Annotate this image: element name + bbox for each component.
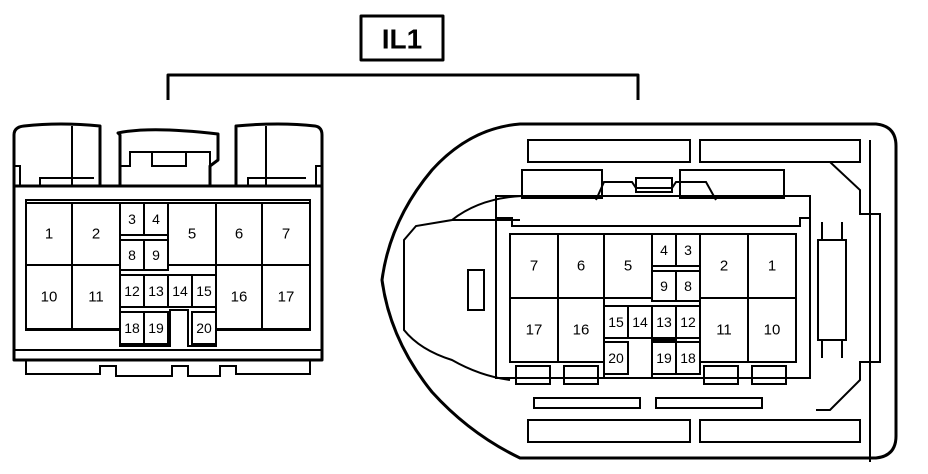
female-pin-6: 6 xyxy=(215,202,263,266)
svg-text:7: 7 xyxy=(282,226,290,243)
male-pin-17: 17 xyxy=(509,297,559,363)
female-pin-2: 2 xyxy=(71,202,121,266)
female-pin-4: 4 xyxy=(143,202,169,236)
label-text: IL1 xyxy=(382,24,422,55)
svg-text:6: 6 xyxy=(235,226,243,243)
svg-text:13: 13 xyxy=(656,314,672,330)
svg-text:1: 1 xyxy=(768,258,776,275)
svg-text:3: 3 xyxy=(128,211,136,227)
svg-text:3: 3 xyxy=(684,242,692,258)
male-pin-19: 19 xyxy=(651,341,677,375)
female-pin-11: 11 xyxy=(71,264,121,330)
svg-text:5: 5 xyxy=(624,258,632,275)
female-pin-9: 9 xyxy=(143,239,169,271)
male-pin-9: 9 xyxy=(651,270,677,302)
male-pin-2: 2 xyxy=(699,233,749,299)
female-pin-14: 14 xyxy=(167,274,193,308)
label-box xyxy=(359,14,445,62)
svg-text:11: 11 xyxy=(716,322,732,339)
svg-text:17: 17 xyxy=(278,289,295,306)
svg-text:10: 10 xyxy=(41,289,58,306)
svg-text:12: 12 xyxy=(124,283,140,299)
female-pin-3: 3 xyxy=(119,202,145,236)
female-pin-5: 5 xyxy=(167,202,217,266)
female-pin-18: 18 xyxy=(119,311,145,345)
svg-text:13: 13 xyxy=(148,283,164,299)
female-pin-12: 12 xyxy=(119,274,145,308)
svg-text:12: 12 xyxy=(680,314,696,330)
male-pin-16: 16 xyxy=(557,297,605,363)
female-connector-pins: 1 2 3 4 5 6 7 8 xyxy=(25,202,311,345)
svg-text:8: 8 xyxy=(684,278,692,294)
svg-text:18: 18 xyxy=(124,320,140,336)
male-pin-13: 13 xyxy=(651,305,677,339)
svg-text:9: 9 xyxy=(660,278,668,294)
svg-text:4: 4 xyxy=(152,211,160,227)
male-pin-10: 10 xyxy=(747,297,797,363)
svg-text:15: 15 xyxy=(608,314,624,330)
male-pin-14: 14 xyxy=(627,305,653,339)
female-pin-17: 17 xyxy=(261,264,311,330)
connector-label: IL1 xyxy=(359,14,445,62)
svg-text:17: 17 xyxy=(526,322,543,339)
female-pin-1: 1 xyxy=(25,202,73,266)
female-pin-10: 10 xyxy=(25,264,73,330)
female-pin-15: 15 xyxy=(191,274,217,308)
svg-text:16: 16 xyxy=(231,289,248,306)
male-pin-11: 11 xyxy=(699,297,749,363)
male-pin-4: 4 xyxy=(651,233,677,267)
female-pin-13: 13 xyxy=(143,274,169,308)
svg-text:11: 11 xyxy=(88,289,104,306)
male-pin-12: 12 xyxy=(675,305,701,339)
female-pin-8: 8 xyxy=(119,239,145,271)
male-pin-7: 7 xyxy=(509,233,559,299)
svg-text:2: 2 xyxy=(720,258,728,275)
male-pin-8: 8 xyxy=(675,270,701,302)
svg-text:8: 8 xyxy=(128,247,136,263)
svg-text:20: 20 xyxy=(196,320,212,336)
male-pin-5: 5 xyxy=(603,233,653,299)
bracket-line xyxy=(166,73,640,100)
svg-text:14: 14 xyxy=(172,283,188,299)
male-connector-housing xyxy=(380,122,898,462)
svg-text:7: 7 xyxy=(530,258,538,275)
svg-text:20: 20 xyxy=(608,350,624,366)
svg-text:4: 4 xyxy=(660,242,668,258)
svg-text:15: 15 xyxy=(196,283,212,299)
male-pin-6: 6 xyxy=(557,233,605,299)
svg-text:2: 2 xyxy=(92,226,100,243)
male-pin-3: 3 xyxy=(675,233,701,267)
svg-text:18: 18 xyxy=(680,350,696,366)
female-pin-7: 7 xyxy=(261,202,311,266)
female-pin-20: 20 xyxy=(191,311,217,345)
female-pin-16: 16 xyxy=(215,264,263,330)
male-connector-pins: 7 6 5 4 3 2 1 9 xyxy=(509,233,797,375)
male-pin-20: 20 xyxy=(603,341,629,375)
svg-text:19: 19 xyxy=(148,320,164,336)
male-pin-15: 15 xyxy=(603,305,629,339)
svg-text:10: 10 xyxy=(764,322,781,339)
svg-text:1: 1 xyxy=(45,226,53,243)
female-pin-19: 19 xyxy=(143,311,169,345)
male-pin-18: 18 xyxy=(675,341,701,375)
svg-text:14: 14 xyxy=(632,314,648,330)
svg-text:16: 16 xyxy=(573,322,590,339)
svg-text:19: 19 xyxy=(656,350,672,366)
svg-text:9: 9 xyxy=(152,247,160,263)
svg-text:6: 6 xyxy=(577,258,585,275)
male-pin-1: 1 xyxy=(747,233,797,299)
svg-text:5: 5 xyxy=(188,226,196,243)
